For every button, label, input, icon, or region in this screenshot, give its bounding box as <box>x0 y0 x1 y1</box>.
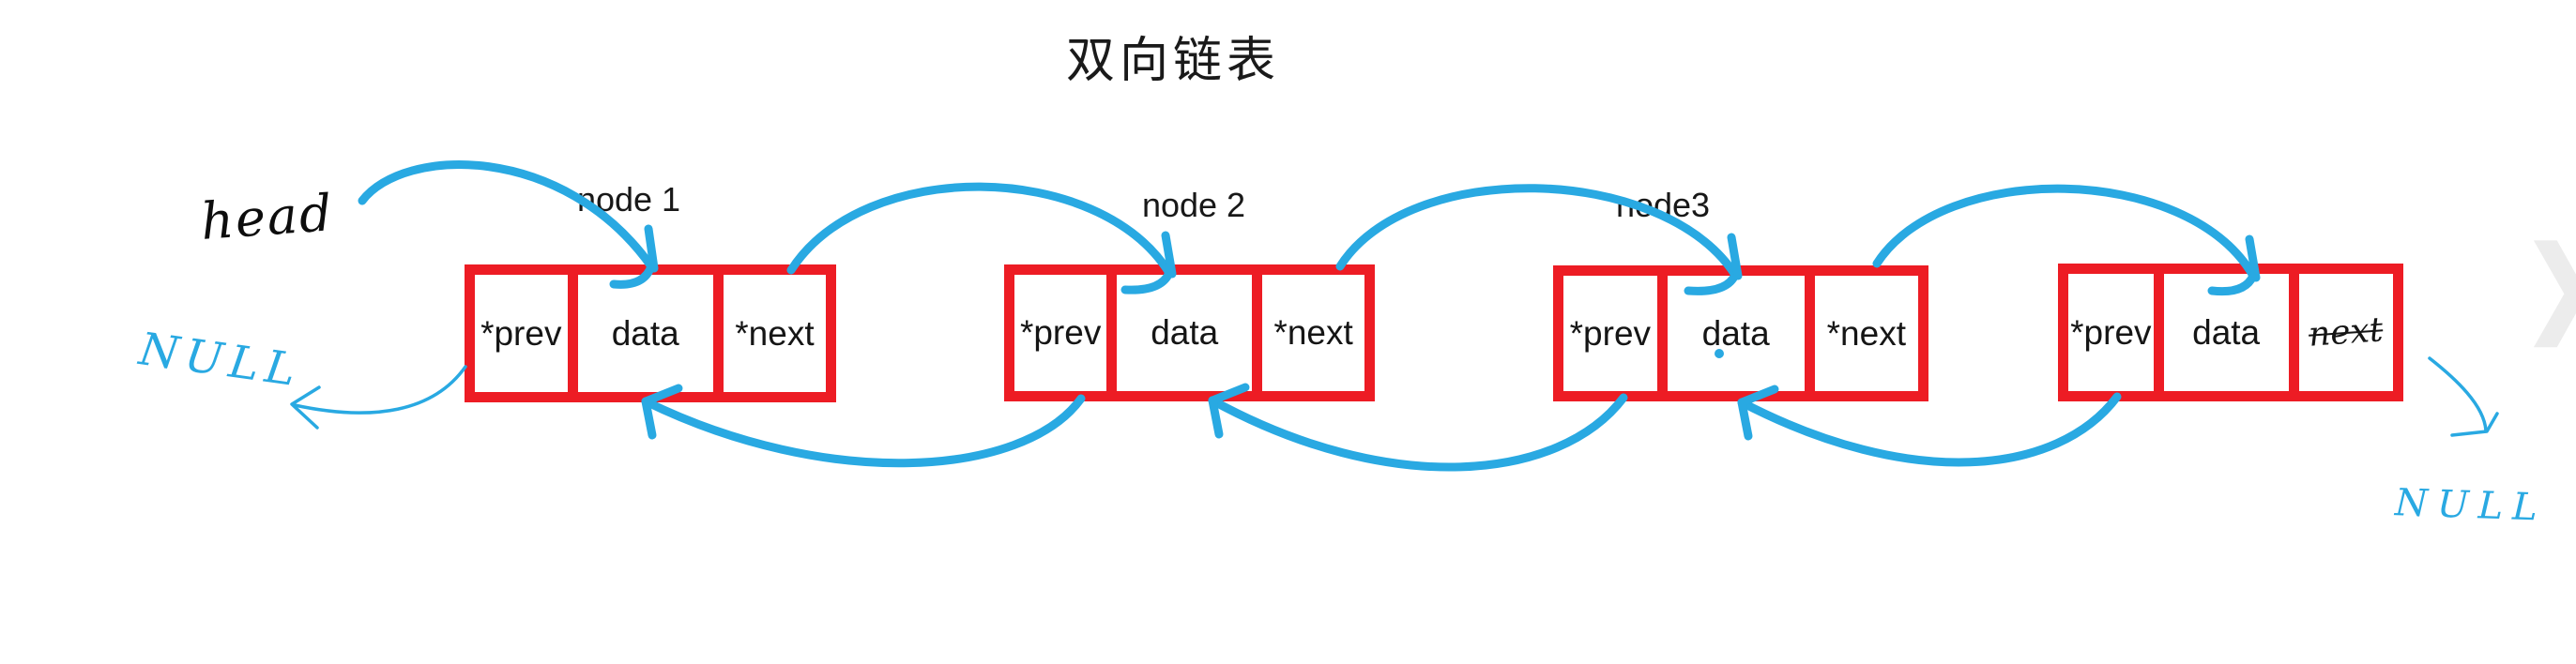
page-title: 双向链表 <box>1065 34 1280 88</box>
head-pointer-label: head <box>198 183 336 251</box>
next-chevron-icon[interactable]: ❯ <box>2523 225 2576 346</box>
node2-caption: node 2 <box>1141 186 1246 224</box>
node2-data-cell: data <box>1106 275 1252 391</box>
node3-data-cell: data <box>1656 276 1805 391</box>
node1-prev-cell: *prev <box>480 313 562 353</box>
node2-box: *prev data *next <box>1004 264 1375 401</box>
node4-prev-cell: *prev <box>2070 312 2152 352</box>
node2-next-cell: *next <box>1252 275 1364 391</box>
node4-data-cell: data <box>2153 274 2289 391</box>
arrow-node4-next-to-null <box>2428 356 2499 437</box>
node3-caption: node3 <box>1615 186 1711 224</box>
node2-prev-cell: *prev <box>1019 313 1102 352</box>
node1-box: *prev data *next <box>465 264 836 402</box>
node3-box: *prev data *next <box>1553 265 1928 401</box>
node3-next-cell: *next <box>1804 276 1918 391</box>
node4-box: *prev data next <box>2058 264 2403 401</box>
arrow-node1-prev-to-null <box>290 365 467 430</box>
null-label-right: NULL <box>2394 481 2548 530</box>
null-label-left: NULL <box>135 323 306 398</box>
node1-next-cell: *next <box>712 275 826 392</box>
node1-data-cell: data <box>567 275 713 392</box>
node3-prev-cell: *prev <box>1569 313 1652 353</box>
node4-next-cell-handwritten: next <box>2307 310 2385 355</box>
node1-caption: node 1 <box>576 180 681 219</box>
